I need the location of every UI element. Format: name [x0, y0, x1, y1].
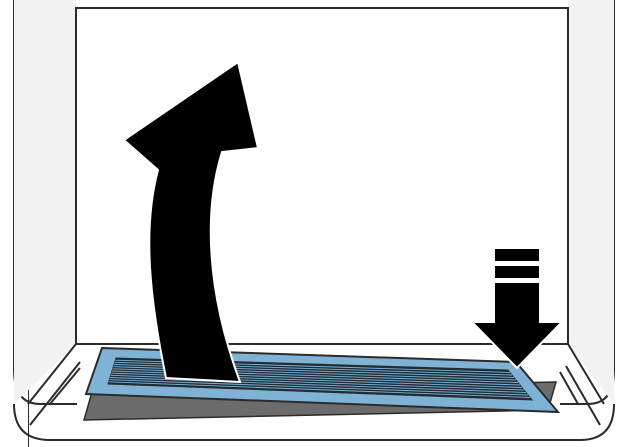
side-panel-left: [14, 0, 76, 404]
side-panel-right: [568, 0, 614, 404]
